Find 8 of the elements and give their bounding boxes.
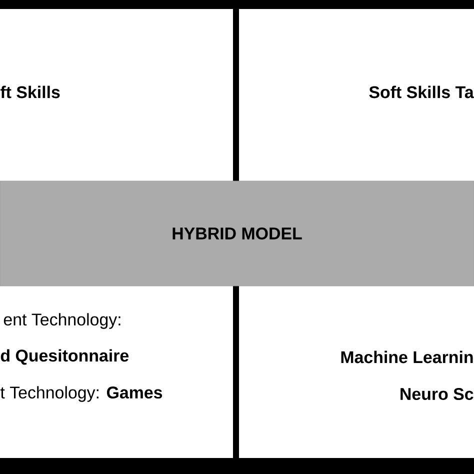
label-text: t Technology: Games bbox=[0, 386, 162, 402]
model-band: HYBRID MODEL bbox=[0, 180, 474, 286]
label-text: d Quesitonnaire bbox=[0, 349, 129, 365]
label-text: ft Skills bbox=[0, 86, 60, 98]
label-text: Soft Skills Ta bbox=[369, 86, 474, 98]
label-text: Machine Learnin bbox=[341, 350, 473, 364]
label-text: Neuro Sc bbox=[400, 388, 474, 400]
label-text: ent Technology: bbox=[4, 313, 120, 329]
